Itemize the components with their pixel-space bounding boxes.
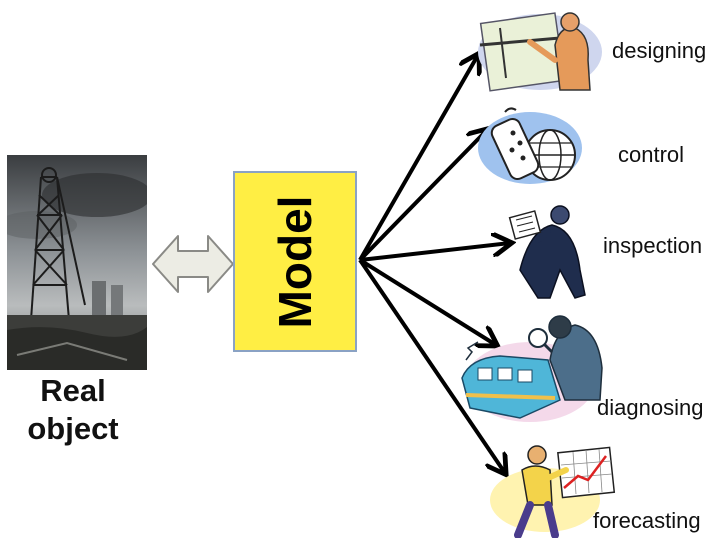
- detective-with-magnifier-train-icon: [461, 315, 603, 422]
- arrow-to-forecasting: [358, 258, 505, 473]
- output-label-designing: designing: [612, 38, 707, 63]
- model-box: Model: [233, 171, 357, 352]
- arrow-to-control: [358, 130, 487, 262]
- output-label-control: control: [618, 142, 685, 167]
- inspector-with-clipboard-icon: [508, 205, 586, 299]
- person-with-rising-chart-icon: [490, 445, 616, 538]
- arrow-to-inspection: [359, 243, 510, 262]
- arrow-to-designing: [358, 55, 478, 261]
- bidirectional-arrow: [152, 235, 234, 293]
- output-label-diagnosing: diagnosing: [597, 395, 704, 420]
- output-label-inspection: inspection: [603, 233, 703, 258]
- real-object-label: Real object: [18, 372, 128, 448]
- output-label-forecasting: forecasting: [593, 508, 701, 533]
- designer-at-drafting-board-icon: [478, 12, 602, 92]
- real-object-label-line1: Real: [40, 373, 106, 408]
- remote-control-globe-icon: [478, 107, 582, 184]
- model-label: Model: [269, 195, 321, 328]
- arrow-to-diagnosing: [358, 258, 496, 345]
- real-object-label-line2: object: [27, 411, 119, 446]
- real-object-photo: [7, 155, 147, 370]
